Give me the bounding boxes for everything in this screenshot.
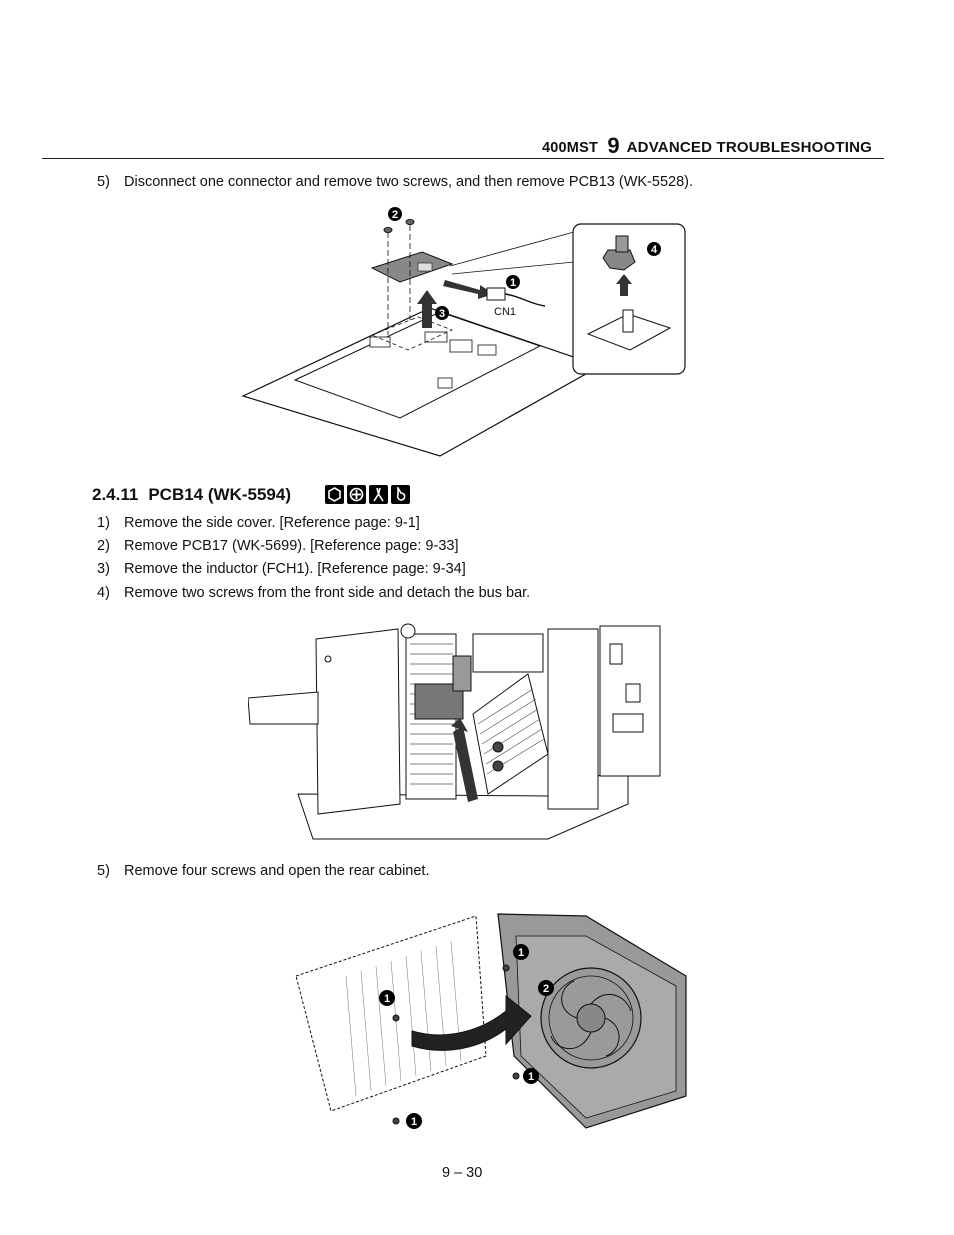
screw [405, 219, 415, 225]
header-model: 400MST [542, 140, 599, 156]
callout: 1 [384, 993, 390, 1005]
step-number: 3) [97, 561, 110, 577]
callout: 2 [543, 983, 549, 995]
disconnect-arrow [443, 280, 494, 299]
screw [492, 741, 504, 753]
page-number: 9 – 30 [442, 1165, 483, 1181]
callout: 1 [518, 947, 524, 959]
screw [383, 227, 393, 233]
figure-pcb13-removal: CN1 2 1 3 4 [241, 207, 686, 457]
screw [392, 1117, 400, 1125]
step-pcb13: 5) Disconnect one connector and remove tw… [97, 174, 693, 190]
step-text: Remove PCB17 (WK-5699). [Reference page:… [124, 538, 459, 554]
step-number: 5) [97, 863, 110, 879]
callout: 4 [651, 244, 658, 256]
step-text: Remove the side cover. [Reference page: … [124, 515, 420, 531]
heatsink-angled [472, 673, 549, 795]
hex-socket-icon [325, 485, 344, 504]
figure-rear-cabinet: 1 1 2 1 1 [295, 913, 687, 1129]
figure-bus-bar-removal [248, 623, 661, 840]
chapter-title: ADVANCED TROUBLESHOOTING [626, 139, 872, 156]
step-number: 4) [97, 585, 110, 601]
screw [512, 1072, 520, 1080]
required-tools [325, 485, 410, 505]
pcb13-board [370, 251, 454, 283]
step-number: 1) [97, 515, 110, 531]
slide-arrow [453, 726, 478, 802]
step-number: 5) [97, 174, 110, 190]
wrench-icon [391, 485, 410, 504]
screw [392, 1014, 400, 1022]
connector-label: CN1 [494, 306, 516, 318]
callout: 1 [411, 1116, 417, 1128]
step-text: Remove the inductor (FCH1). [Reference p… [124, 561, 466, 577]
step-text: Remove two screws from the front side an… [124, 585, 531, 601]
callout: 1 [510, 277, 516, 289]
detail-inset [572, 223, 686, 375]
callout: 1 [528, 1071, 534, 1083]
main-unit [295, 915, 487, 1112]
page-header: 400MST 9 ADVANCED TROUBLESHOOTING [0, 128, 954, 160]
header-rule [42, 158, 884, 159]
screw [492, 760, 504, 772]
open-arrow [411, 994, 532, 1051]
callout: 3 [439, 308, 445, 320]
chapter-number: 9 [607, 133, 620, 158]
list-item: 2) Remove PCB17 (WK-5699). [Reference pag… [97, 538, 458, 554]
main-board [293, 311, 542, 419]
screw [502, 964, 510, 972]
section-title: PCB14 (WK-5594) [148, 485, 291, 504]
section-heading: 2.4.11 PCB14 (WK-5594) [92, 485, 291, 505]
lift-arrow [417, 290, 437, 328]
list-item: 4) Remove two screws from the front side … [97, 585, 530, 601]
section-number: 2.4.11 [92, 485, 139, 504]
step-number: 2) [97, 538, 110, 554]
phillips-screwdriver-icon [347, 485, 366, 504]
callout: 2 [392, 209, 398, 221]
step-text: Remove four screws and open the rear cab… [124, 863, 430, 879]
header-title: 400MST 9 ADVANCED TROUBLESHOOTING [542, 132, 872, 158]
list-item: 5) Remove four screws and open the rear c… [97, 863, 429, 879]
connector-cn1 [486, 287, 506, 301]
step-text: Disconnect one connector and remove two … [124, 174, 693, 190]
pliers-icon [369, 485, 388, 504]
list-item: 3) Remove the inductor (FCH1). [Reference… [97, 561, 466, 577]
left-panel [315, 628, 401, 815]
list-item: 1) Remove the side cover. [Reference page… [97, 515, 420, 531]
